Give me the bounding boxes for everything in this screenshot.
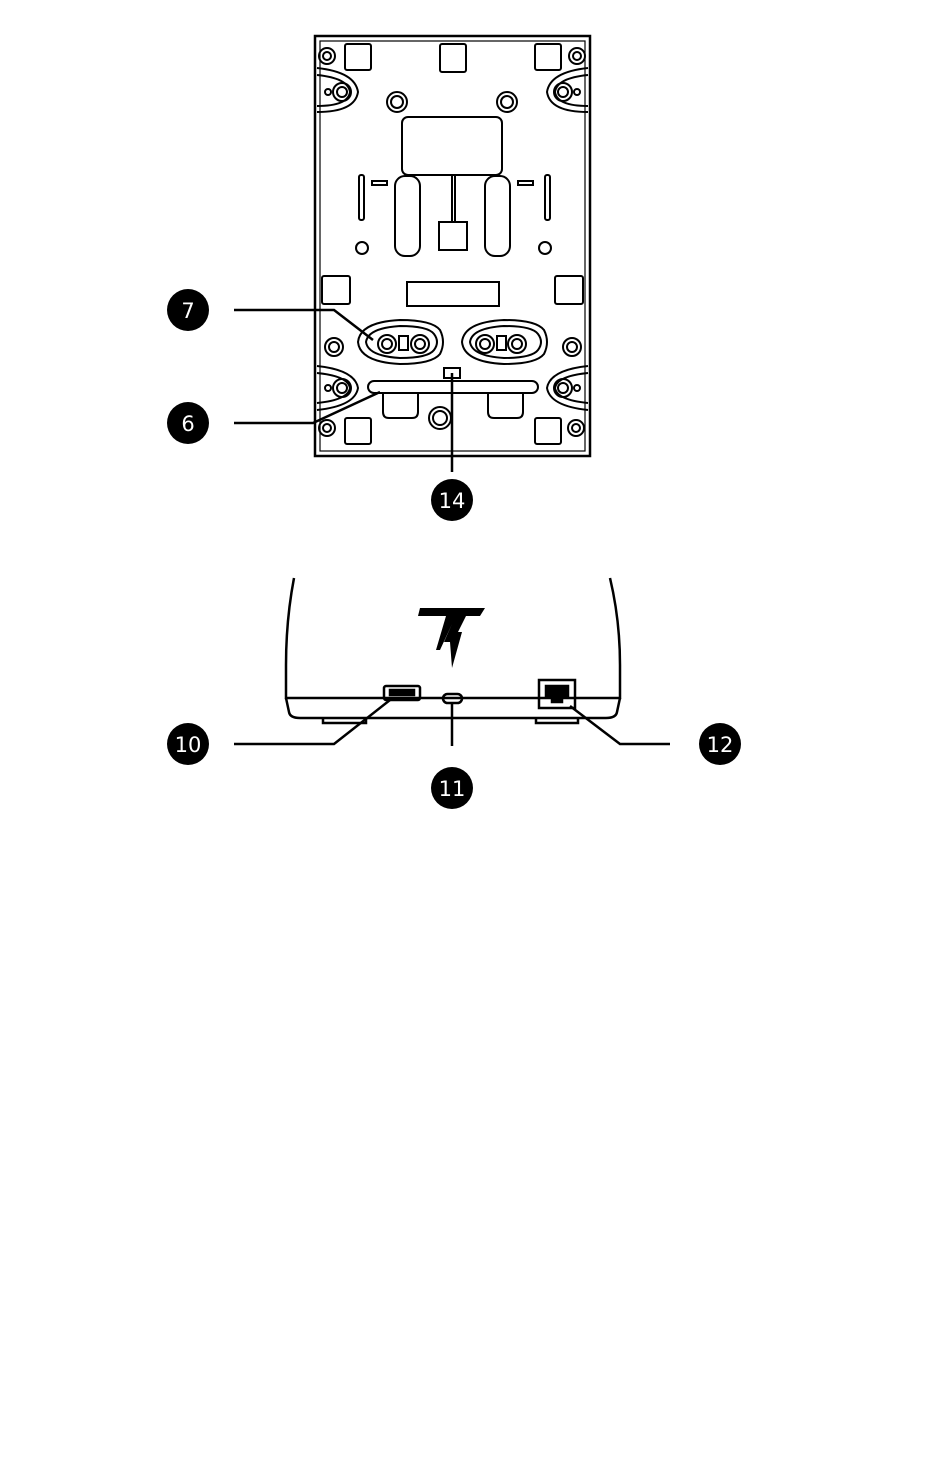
screw-hole xyxy=(554,83,572,101)
callout-label-10: 10 xyxy=(175,733,202,757)
callout-14: 14 xyxy=(431,479,473,521)
mount-tab xyxy=(345,44,371,70)
callout-label-6: 6 xyxy=(181,412,194,436)
connector-pair xyxy=(358,320,547,364)
callout-12: 12 xyxy=(699,723,741,765)
callout-label-14: 14 xyxy=(439,489,466,513)
screw-hole xyxy=(319,48,335,64)
screw-hole xyxy=(569,48,585,64)
slot xyxy=(395,176,420,256)
mount-tab xyxy=(322,276,350,304)
callout-label-12: 12 xyxy=(707,733,734,757)
leader-line-7 xyxy=(234,310,373,340)
label-recess xyxy=(402,117,502,175)
mount-tab xyxy=(535,44,561,70)
mount-tab xyxy=(535,418,561,444)
slot xyxy=(545,175,550,220)
mount-tab xyxy=(555,276,583,304)
slot xyxy=(359,175,364,220)
leader-line-12 xyxy=(570,706,670,744)
mount-hole xyxy=(325,338,343,356)
mount-hole xyxy=(563,338,581,356)
callout-6: 6 xyxy=(167,402,209,444)
screw-hole xyxy=(568,420,584,436)
callout-label-11: 11 xyxy=(439,777,466,801)
rear-slot xyxy=(407,282,499,306)
mount-tab xyxy=(440,44,466,72)
thrustmaster-logo-icon xyxy=(418,608,485,668)
mount-hole xyxy=(539,242,551,254)
center-block xyxy=(439,222,467,250)
callout-11: 11 xyxy=(431,767,473,809)
mount-hole xyxy=(356,242,368,254)
slot xyxy=(485,176,510,256)
screw-hole xyxy=(333,83,351,101)
mount-tab xyxy=(345,418,371,444)
leader-lines-bottom xyxy=(234,700,670,746)
rj12-port-icon xyxy=(539,680,575,708)
callout-7: 7 xyxy=(167,289,209,331)
callout-label-7: 7 xyxy=(181,299,194,323)
callout-10: 10 xyxy=(167,723,209,765)
screw-hole xyxy=(319,420,335,436)
